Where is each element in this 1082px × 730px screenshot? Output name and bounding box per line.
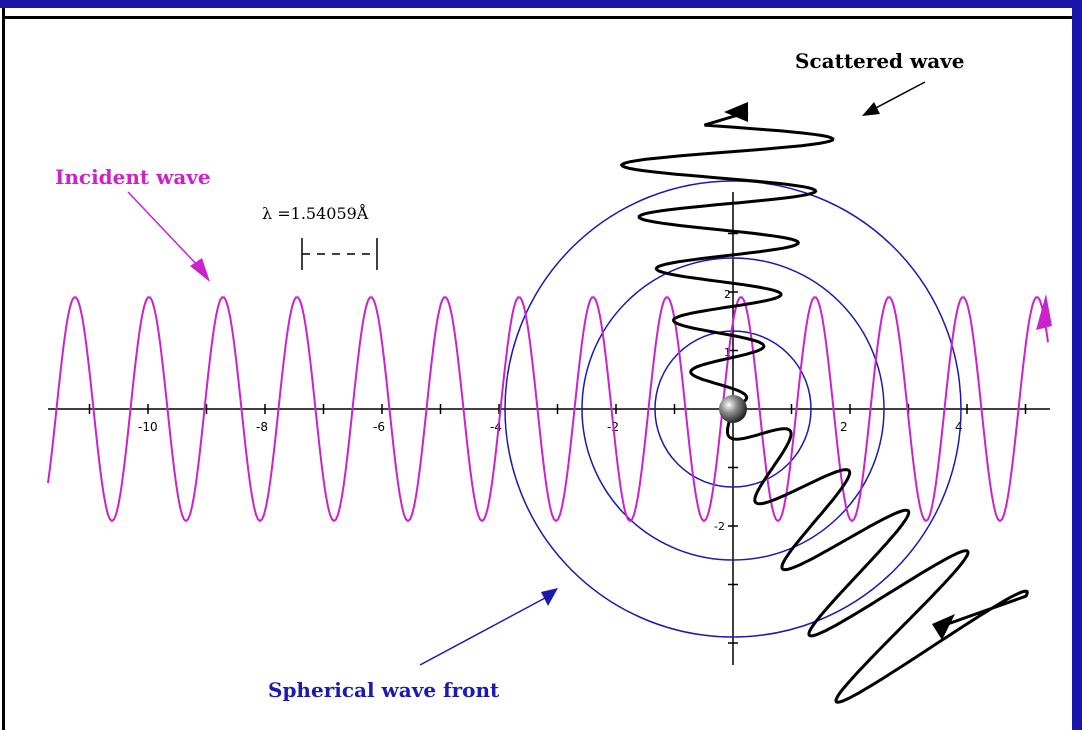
top-border: [2, 16, 1072, 19]
spherical-wave-pointer-head: [541, 588, 558, 606]
left-border: [2, 8, 5, 730]
scattered-wave-label: Scattered wave: [795, 49, 965, 73]
x-tick-label: -6: [373, 420, 385, 434]
scattered-wave-pointer-head: [862, 102, 880, 116]
wavefront-circle-medium: [581, 257, 885, 561]
incident-wave-label: Incident wave: [55, 165, 211, 189]
y-tick-label: -2: [714, 520, 725, 533]
x-tick-label: 2: [840, 420, 848, 434]
wavefront-circle-small: [654, 330, 812, 488]
axis-ticks: [88, 232, 1027, 644]
scattering-atom: [719, 395, 747, 423]
right-frame-bar: [1072, 0, 1082, 730]
x-tick-label: -4: [490, 420, 502, 434]
x-tick-label: 4: [955, 420, 963, 434]
scattered-wave-arrowhead-top: [724, 102, 748, 122]
spherical-wave-front-label: Spherical wave front: [268, 678, 500, 702]
top-frame-bar: [0, 0, 1082, 8]
x-tick-label: -10: [138, 420, 158, 434]
scattered-wave-pointer: [871, 81, 926, 111]
wavefront-circle-large: [504, 180, 962, 638]
scattered-wave-lower: [726, 408, 1029, 704]
incident-wave-arrowhead: [1036, 294, 1052, 330]
scattered-wave-upper: [619, 110, 835, 411]
spherical-wave-pointer: [419, 597, 546, 666]
incident-wave-pointer: [127, 191, 201, 269]
y-tick-label: 2: [724, 288, 731, 301]
x-tick-label: -8: [256, 420, 268, 434]
incident-wave: [47, 296, 1049, 523]
y-tick-label: 1: [724, 346, 731, 359]
wavelength-label: λ =1.54059Å: [262, 203, 369, 223]
scattered-wave-arrowhead-bottom: [932, 614, 955, 640]
incident-wave-pointer-head: [190, 258, 210, 282]
